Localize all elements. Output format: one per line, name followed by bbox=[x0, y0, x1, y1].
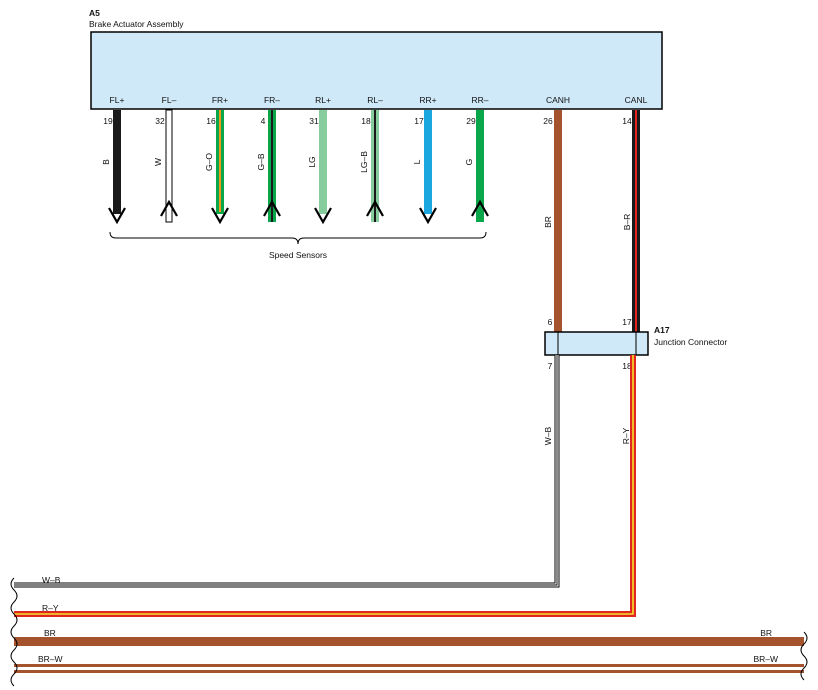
pin-number-fr-plus: 16 bbox=[206, 116, 216, 126]
canh-wire bbox=[554, 110, 562, 332]
left-break-mark bbox=[10, 577, 18, 687]
pin-number-rr-plus: 17 bbox=[414, 116, 424, 126]
wire-color-fl-minus: W bbox=[153, 158, 163, 166]
sensor-pins: FL+19BFL–32WFR+16G–OFR–4G–BRL+31LGRL–18L… bbox=[101, 95, 489, 225]
brake-actuator-box bbox=[90, 31, 663, 110]
canl-wire-stripe bbox=[635, 110, 637, 332]
arrow-up-icon bbox=[263, 199, 281, 217]
pin-label-rl-plus: RL+ bbox=[315, 95, 331, 105]
wire-color-rr-plus: L bbox=[412, 159, 422, 164]
pin-label-rr-plus: RR+ bbox=[419, 95, 436, 105]
pin-number-rr-minus: 29 bbox=[466, 116, 476, 126]
arrow-down-icon bbox=[108, 207, 126, 225]
wire-color-rl-plus: LG bbox=[307, 156, 317, 167]
arrow-up-icon bbox=[160, 199, 178, 217]
wire-color-fr-plus: G–O bbox=[204, 153, 214, 171]
pin-label-rl-minus: RL– bbox=[367, 95, 383, 105]
wire-rr-minus bbox=[476, 110, 484, 222]
bus-wire-brw-label-right: BR–W bbox=[753, 654, 778, 664]
can-wires: CANH CANL 26 14 BR B–R bbox=[543, 95, 648, 332]
pin-number-rl-plus: 31 bbox=[309, 116, 319, 126]
arrow-down-icon bbox=[211, 207, 229, 225]
canh-wire-color: BR bbox=[543, 216, 553, 228]
wire-color-fl-plus: B bbox=[101, 159, 111, 165]
pin-label-fl-minus: FL– bbox=[162, 95, 177, 105]
canl-pin-label: CANL bbox=[625, 95, 648, 105]
bus-wires: W–B R–Y BR BR BR–W BR–W bbox=[10, 575, 808, 687]
bus-wire-wb-label: W–B bbox=[42, 575, 61, 585]
junction-code: A17 bbox=[654, 325, 670, 335]
junction-name: Junction Connector bbox=[654, 337, 727, 347]
pin-label-fr-plus: FR+ bbox=[212, 95, 228, 105]
arrow-down-icon bbox=[314, 207, 332, 225]
bus-wire-brw-label-left: BR–W bbox=[38, 654, 63, 664]
wire-color-rl-minus: LG–B bbox=[359, 151, 369, 173]
wire-rr-plus bbox=[424, 110, 432, 214]
pin-label-fr-minus: FR– bbox=[264, 95, 280, 105]
pin-label-rr-minus: RR– bbox=[471, 95, 488, 105]
wire-stripe-rl-minus bbox=[374, 110, 376, 222]
pin-number-fr-minus: 4 bbox=[261, 116, 266, 126]
wire-color-fr-minus: G–B bbox=[256, 153, 266, 170]
wire-rl-plus bbox=[319, 110, 327, 214]
bus-wire-ry-label: R–Y bbox=[42, 603, 59, 613]
arrow-up-icon bbox=[366, 199, 384, 217]
canl-wire-color: B–R bbox=[622, 214, 632, 231]
pin-number-fl-plus: 19 bbox=[103, 116, 113, 126]
junction-pin-17: 17 bbox=[622, 317, 632, 327]
canl-pin-number: 14 bbox=[622, 116, 632, 126]
speed-sensors-bracket bbox=[109, 231, 487, 245]
junction-pin-7: 7 bbox=[548, 361, 553, 371]
junction-connector: 6 17 A17 Junction Connector 7 18 bbox=[544, 317, 727, 371]
actuator-name: Brake Actuator Assembly bbox=[89, 19, 184, 29]
pin-label-fl-plus: FL+ bbox=[110, 95, 125, 105]
canh-pin-number: 26 bbox=[543, 116, 553, 126]
wb-wire-color: W–B bbox=[543, 426, 553, 445]
ry-wire-color: R–Y bbox=[621, 427, 631, 444]
wire-stripe-fr-minus bbox=[271, 110, 273, 222]
speed-sensors-label: Speed Sensors bbox=[269, 250, 327, 260]
canh-pin-label: CANH bbox=[546, 95, 570, 105]
arrow-up-icon bbox=[471, 199, 489, 217]
wire-color-rr-minus: G bbox=[464, 159, 474, 166]
wb-wire: W–B bbox=[14, 355, 560, 588]
wire-fl-plus bbox=[113, 110, 121, 214]
pin-number-rl-minus: 18 bbox=[361, 116, 371, 126]
right-break-mark bbox=[800, 631, 808, 681]
junction-pin-6: 6 bbox=[548, 317, 553, 327]
arrow-down-icon bbox=[419, 207, 437, 225]
actuator-code: A5 bbox=[89, 8, 100, 18]
wire-fl-minus bbox=[165, 109, 173, 223]
bus-wire-br-label-right: BR bbox=[760, 628, 772, 638]
bus-wire-br-label-left: BR bbox=[44, 628, 56, 638]
junction-box bbox=[544, 331, 649, 356]
ry-wire: R–Y bbox=[14, 355, 636, 617]
bus-wire-br bbox=[14, 637, 804, 646]
wire-stripe-fr-plus bbox=[219, 110, 221, 212]
junction-pin-18: 18 bbox=[622, 361, 632, 371]
pin-number-fl-minus: 32 bbox=[155, 116, 165, 126]
bus-wire-brw-stripe bbox=[14, 667, 804, 670]
